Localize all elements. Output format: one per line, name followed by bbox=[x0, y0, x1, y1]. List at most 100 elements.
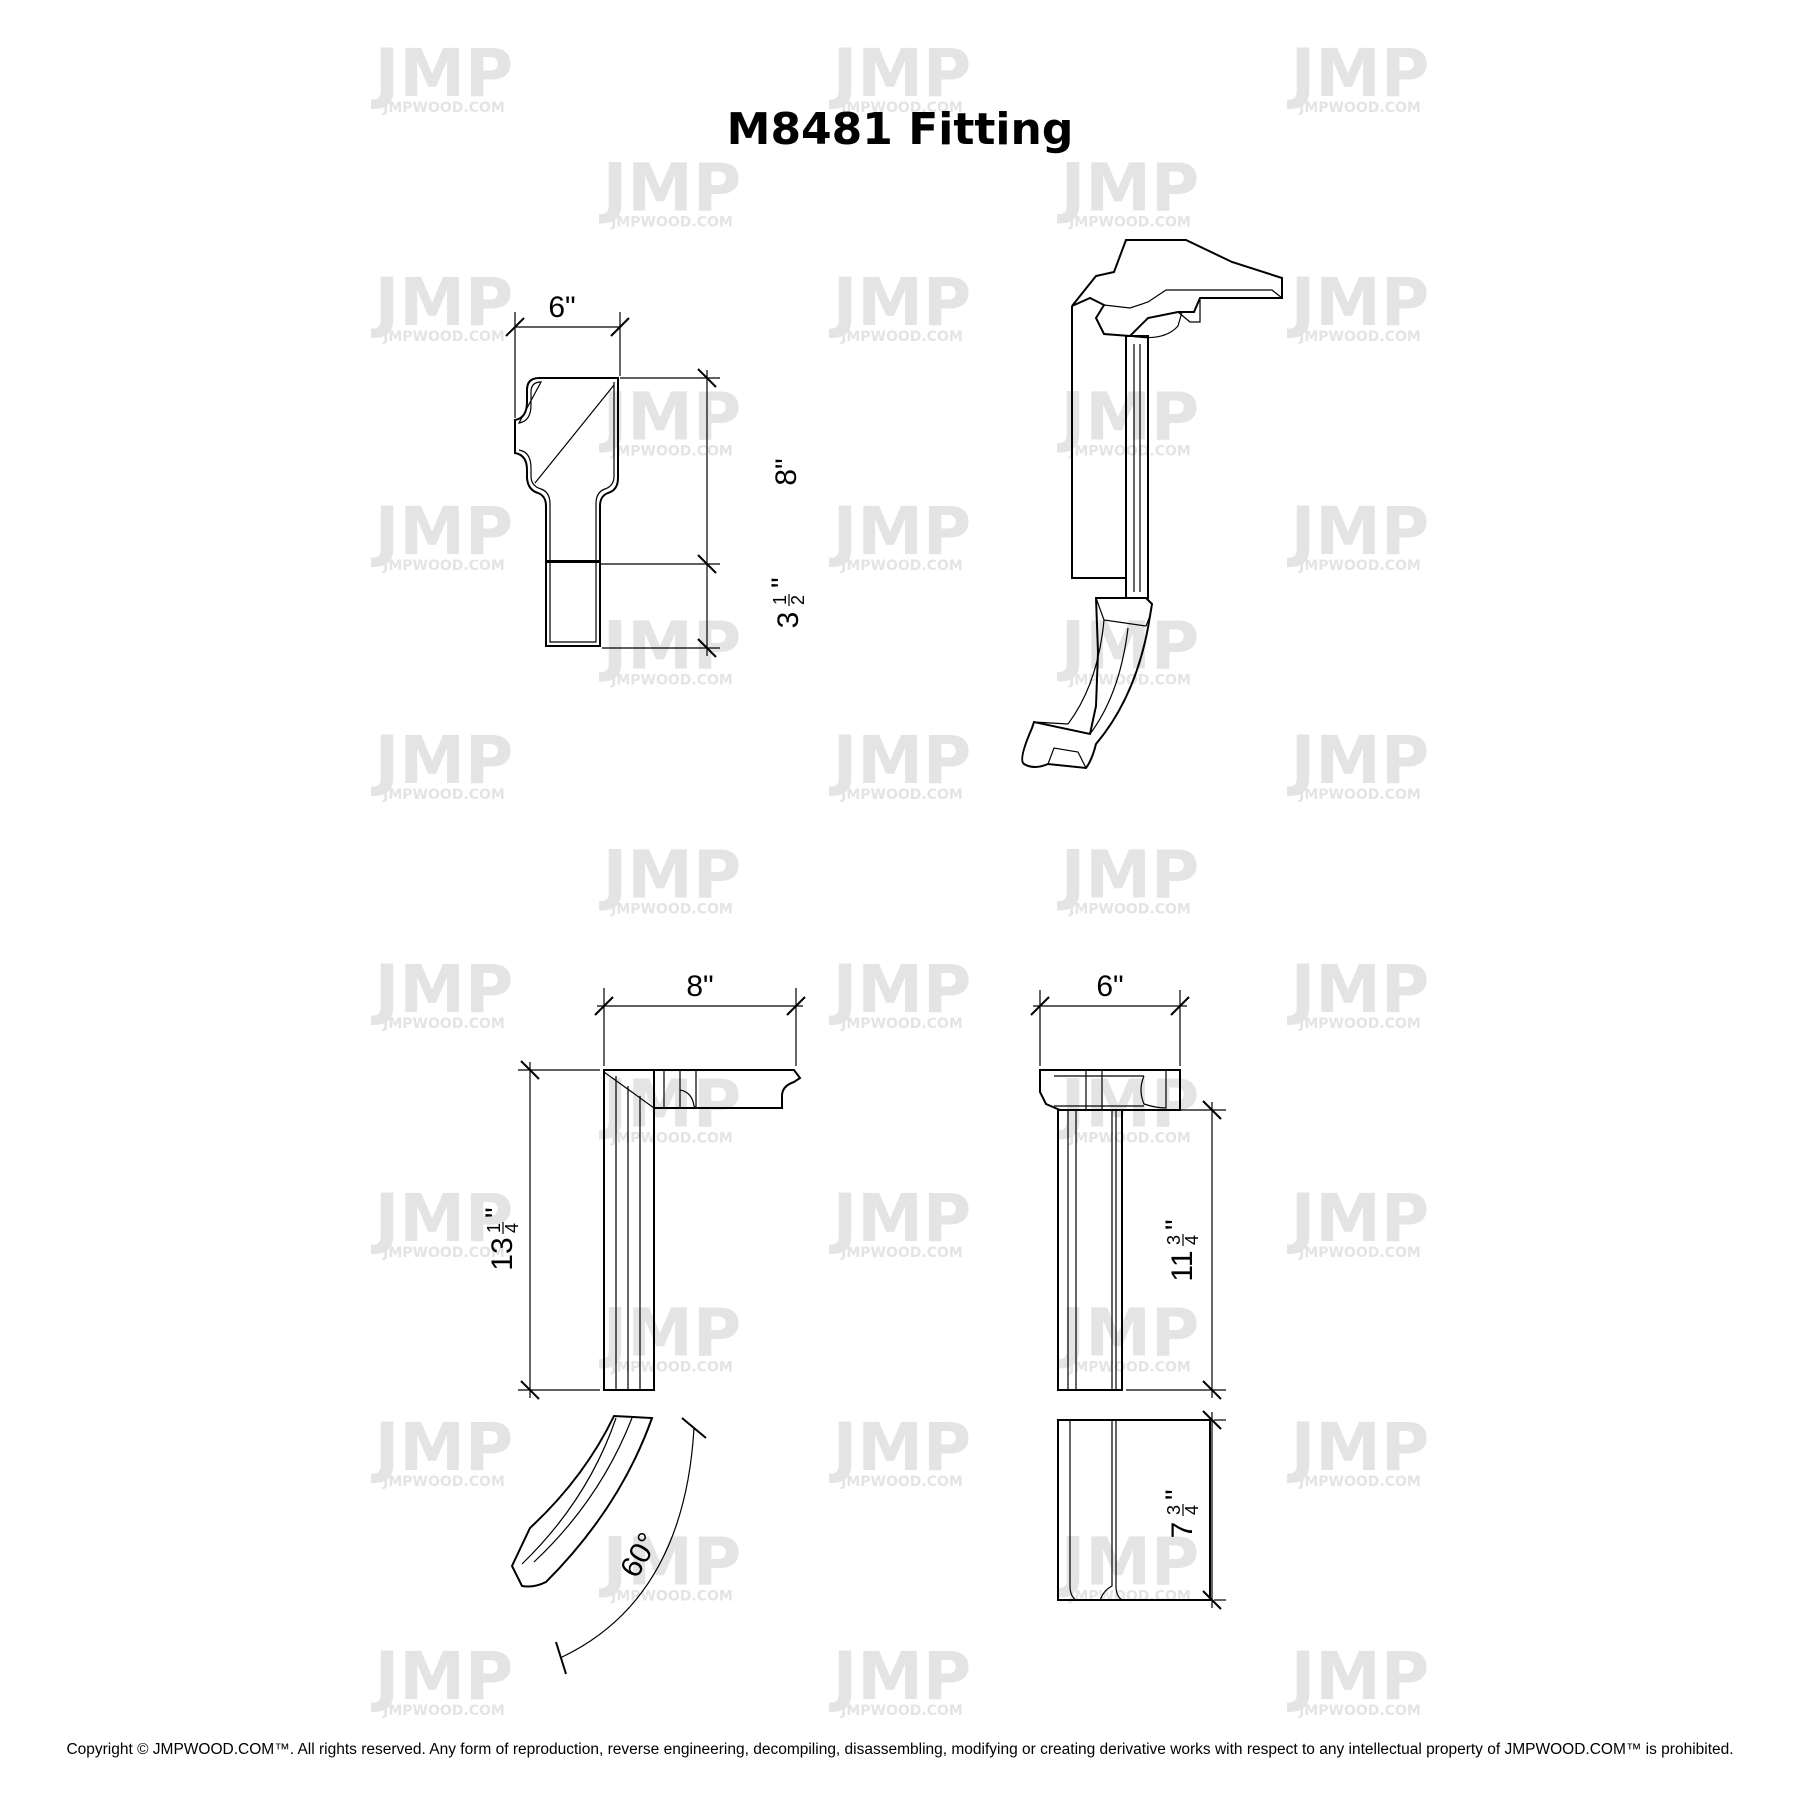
svg-text:JMP: JMP bbox=[1057, 608, 1200, 685]
svg-text:JMPWOOD.COM: JMPWOOD.COM bbox=[382, 1703, 505, 1719]
svg-text:JMP: JMP bbox=[829, 1180, 972, 1257]
svg-text:JMPWOOD.COM: JMPWOOD.COM bbox=[610, 1589, 733, 1605]
svg-text:JMP: JMP bbox=[371, 1409, 514, 1486]
svg-text:JMP: JMP bbox=[1057, 1066, 1200, 1143]
copyright-notice: Copyright © JMPWOOD.COM™. All rights res… bbox=[66, 1741, 1734, 1758]
svg-text:JMPWOOD.COM: JMPWOOD.COM bbox=[382, 1245, 505, 1261]
svg-text:JMP: JMP bbox=[371, 1180, 514, 1257]
svg-text:JMPWOOD.COM: JMPWOOD.COM bbox=[1298, 787, 1421, 803]
svg-text:JMP: JMP bbox=[371, 722, 514, 799]
svg-text:JMP: JMP bbox=[1057, 1524, 1200, 1601]
svg-text:JMPWOOD.COM: JMPWOOD.COM bbox=[1298, 100, 1421, 116]
svg-text:13: 13 bbox=[486, 1237, 519, 1270]
svg-text:JMPWOOD.COM: JMPWOOD.COM bbox=[610, 902, 733, 918]
svg-text:JMP: JMP bbox=[371, 1638, 514, 1715]
svg-text:JMP: JMP bbox=[599, 837, 742, 914]
front-height-label: 11 3 4 " bbox=[1160, 1219, 1202, 1281]
svg-text:3: 3 bbox=[1164, 1235, 1184, 1245]
svg-text:1: 1 bbox=[770, 595, 790, 605]
front-width-dimension: 6" bbox=[1030, 970, 1190, 1066]
svg-text:JMPWOOD.COM: JMPWOOD.COM bbox=[840, 1703, 963, 1719]
svg-text:JMP: JMP bbox=[1287, 35, 1430, 112]
lower-height-dimension: 7 3 4 " bbox=[1160, 1410, 1226, 1610]
side-width-dimension: 8" bbox=[594, 970, 806, 1066]
front-view bbox=[1039, 1069, 1211, 1601]
svg-text:JMP: JMP bbox=[371, 493, 514, 570]
svg-text:JMP: JMP bbox=[829, 264, 972, 341]
svg-text:JMP: JMP bbox=[1057, 379, 1200, 456]
side-view bbox=[510, 1069, 802, 1588]
svg-text:JMP: JMP bbox=[1287, 1638, 1430, 1715]
svg-text:JMP: JMP bbox=[599, 1066, 742, 1143]
svg-text:JMP: JMP bbox=[829, 35, 972, 112]
side-height-dimension: 13 1 4 " bbox=[480, 1060, 600, 1400]
svg-text:JMPWOOD.COM: JMPWOOD.COM bbox=[1068, 444, 1191, 460]
side-height-label: 13 1 4 " bbox=[480, 1207, 522, 1270]
svg-text:JMPWOOD.COM: JMPWOOD.COM bbox=[382, 1474, 505, 1490]
svg-text:JMP: JMP bbox=[1287, 1409, 1430, 1486]
top-height-dimension: 8" 3 1 2 " bbox=[600, 368, 808, 658]
svg-text:JMP: JMP bbox=[1287, 264, 1430, 341]
svg-text:JMPWOOD.COM: JMPWOOD.COM bbox=[1068, 1360, 1191, 1376]
svg-text:JMP: JMP bbox=[1287, 1180, 1430, 1257]
front-width-label: 6" bbox=[1096, 970, 1123, 1003]
svg-text:JMPWOOD.COM: JMPWOOD.COM bbox=[840, 1245, 963, 1261]
svg-text:JMPWOOD.COM: JMPWOOD.COM bbox=[1298, 329, 1421, 345]
svg-text:1: 1 bbox=[484, 1223, 504, 1233]
svg-text:JMPWOOD.COM: JMPWOOD.COM bbox=[382, 329, 505, 345]
svg-text:": " bbox=[1160, 1489, 1193, 1500]
page-title: M8481 Fitting bbox=[726, 104, 1074, 155]
svg-text:JMPWOOD.COM: JMPWOOD.COM bbox=[610, 1131, 733, 1147]
svg-text:JMPWOOD.COM: JMPWOOD.COM bbox=[1298, 1016, 1421, 1032]
svg-text:JMPWOOD.COM: JMPWOOD.COM bbox=[1298, 1245, 1421, 1261]
svg-text:JMP: JMP bbox=[829, 722, 972, 799]
svg-text:3: 3 bbox=[1164, 1505, 1184, 1515]
svg-text:JMPWOOD.COM: JMPWOOD.COM bbox=[840, 787, 963, 803]
svg-text:JMPWOOD.COM: JMPWOOD.COM bbox=[840, 1474, 963, 1490]
svg-text:": " bbox=[1160, 1219, 1193, 1230]
top-small-dimension-label: 3 1 2 " bbox=[766, 577, 808, 628]
svg-text:JMP: JMP bbox=[599, 379, 742, 456]
svg-text:JMPWOOD.COM: JMPWOOD.COM bbox=[610, 1360, 733, 1376]
top-width-label: 6" bbox=[548, 291, 575, 324]
svg-text:4: 4 bbox=[1182, 1235, 1202, 1245]
svg-text:7: 7 bbox=[1166, 1522, 1199, 1539]
svg-text:JMP: JMP bbox=[371, 35, 514, 112]
svg-text:11: 11 bbox=[1166, 1250, 1199, 1281]
svg-text:JMP: JMP bbox=[1287, 722, 1430, 799]
svg-text:4: 4 bbox=[1182, 1505, 1202, 1515]
svg-text:JMPWOOD.COM: JMPWOOD.COM bbox=[382, 787, 505, 803]
svg-text:JMPWOOD.COM: JMPWOOD.COM bbox=[382, 100, 505, 116]
svg-text:3: 3 bbox=[772, 612, 805, 629]
svg-text:JMP: JMP bbox=[599, 150, 742, 227]
svg-text:JMP: JMP bbox=[371, 951, 514, 1028]
svg-text:4: 4 bbox=[502, 1223, 522, 1233]
top-height-label: 8" bbox=[770, 458, 803, 485]
svg-text:JMPWOOD.COM: JMPWOOD.COM bbox=[840, 1016, 963, 1032]
